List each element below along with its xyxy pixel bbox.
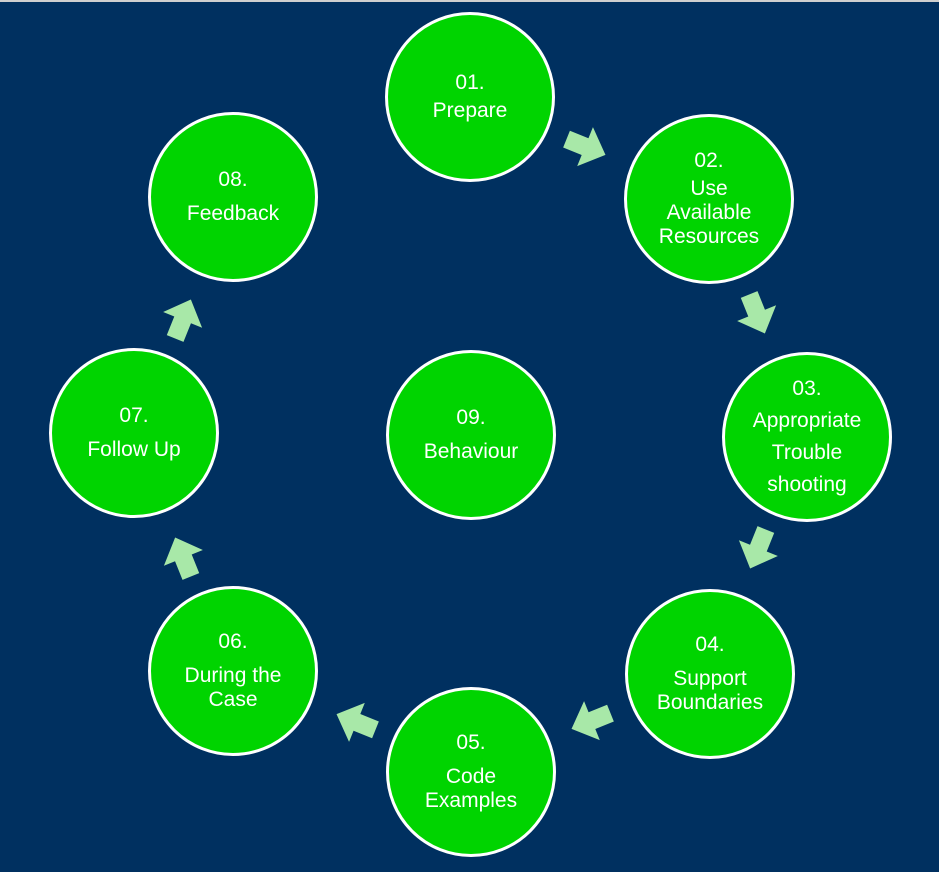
node-09-number: 09. — [456, 406, 486, 429]
node-05-code-examples: 05. Code Examples — [386, 687, 556, 857]
node-05-label-line-1: Code — [445, 765, 497, 788]
arrow-05-to-06-icon — [331, 697, 381, 747]
arrow-04-to-05-icon — [566, 696, 616, 746]
node-01-label-line-1: Prepare — [432, 99, 508, 122]
node-07-label-line-1: Follow Up — [87, 438, 181, 461]
node-08-feedback: 08. Feedback — [148, 112, 318, 282]
node-08-label-line-1: Feedback — [186, 202, 280, 225]
node-03-label-line-3: shooting — [767, 473, 847, 496]
node-02-use-available-resources: 02. Use Available Resources — [624, 114, 794, 284]
node-06-number: 06. — [218, 630, 248, 653]
node-06-label-line-2: Case — [208, 688, 258, 711]
node-03-number: 03. — [792, 377, 822, 400]
arrow-01-to-02-icon — [561, 122, 611, 172]
node-02-number: 02. — [694, 149, 724, 172]
node-04-number: 04. — [695, 633, 725, 656]
node-02-label-line-2: Available — [666, 201, 752, 224]
node-03-label-line-1: Appropriate — [752, 409, 862, 432]
node-06-during-the-case: 06. During the Case — [148, 586, 318, 756]
node-01-number: 01. — [455, 71, 485, 94]
node-04-label-line-1: Support — [673, 667, 747, 690]
node-04-support-boundaries: 04. Support Boundaries — [625, 589, 795, 759]
arrow-07-to-08-icon — [158, 294, 208, 344]
node-09-label-line-1: Behaviour — [423, 440, 519, 463]
node-02-label-line-1: Use — [690, 177, 728, 200]
node-08-number: 08. — [218, 168, 248, 191]
arrow-02-to-03-icon — [732, 289, 782, 339]
node-06-label-line-1: During the — [184, 664, 282, 687]
node-03-appropriate-troubleshooting: 03. Appropriate Trouble shooting — [722, 352, 892, 522]
node-05-label-line-2: Examples — [424, 789, 518, 812]
arrow-06-to-07-icon — [158, 532, 208, 582]
arrow-03-to-04-icon — [733, 524, 783, 574]
node-03-label-line-2: Trouble — [771, 441, 843, 464]
node-02-label-line-3: Resources — [658, 225, 760, 248]
node-07-number: 07. — [119, 404, 149, 427]
node-09-behaviour: 09. Behaviour — [386, 350, 556, 520]
node-07-follow-up: 07. Follow Up — [49, 348, 219, 518]
node-05-number: 05. — [456, 731, 486, 754]
node-04-label-line-2: Boundaries — [656, 691, 764, 714]
node-01-prepare: 01. Prepare — [385, 12, 555, 182]
